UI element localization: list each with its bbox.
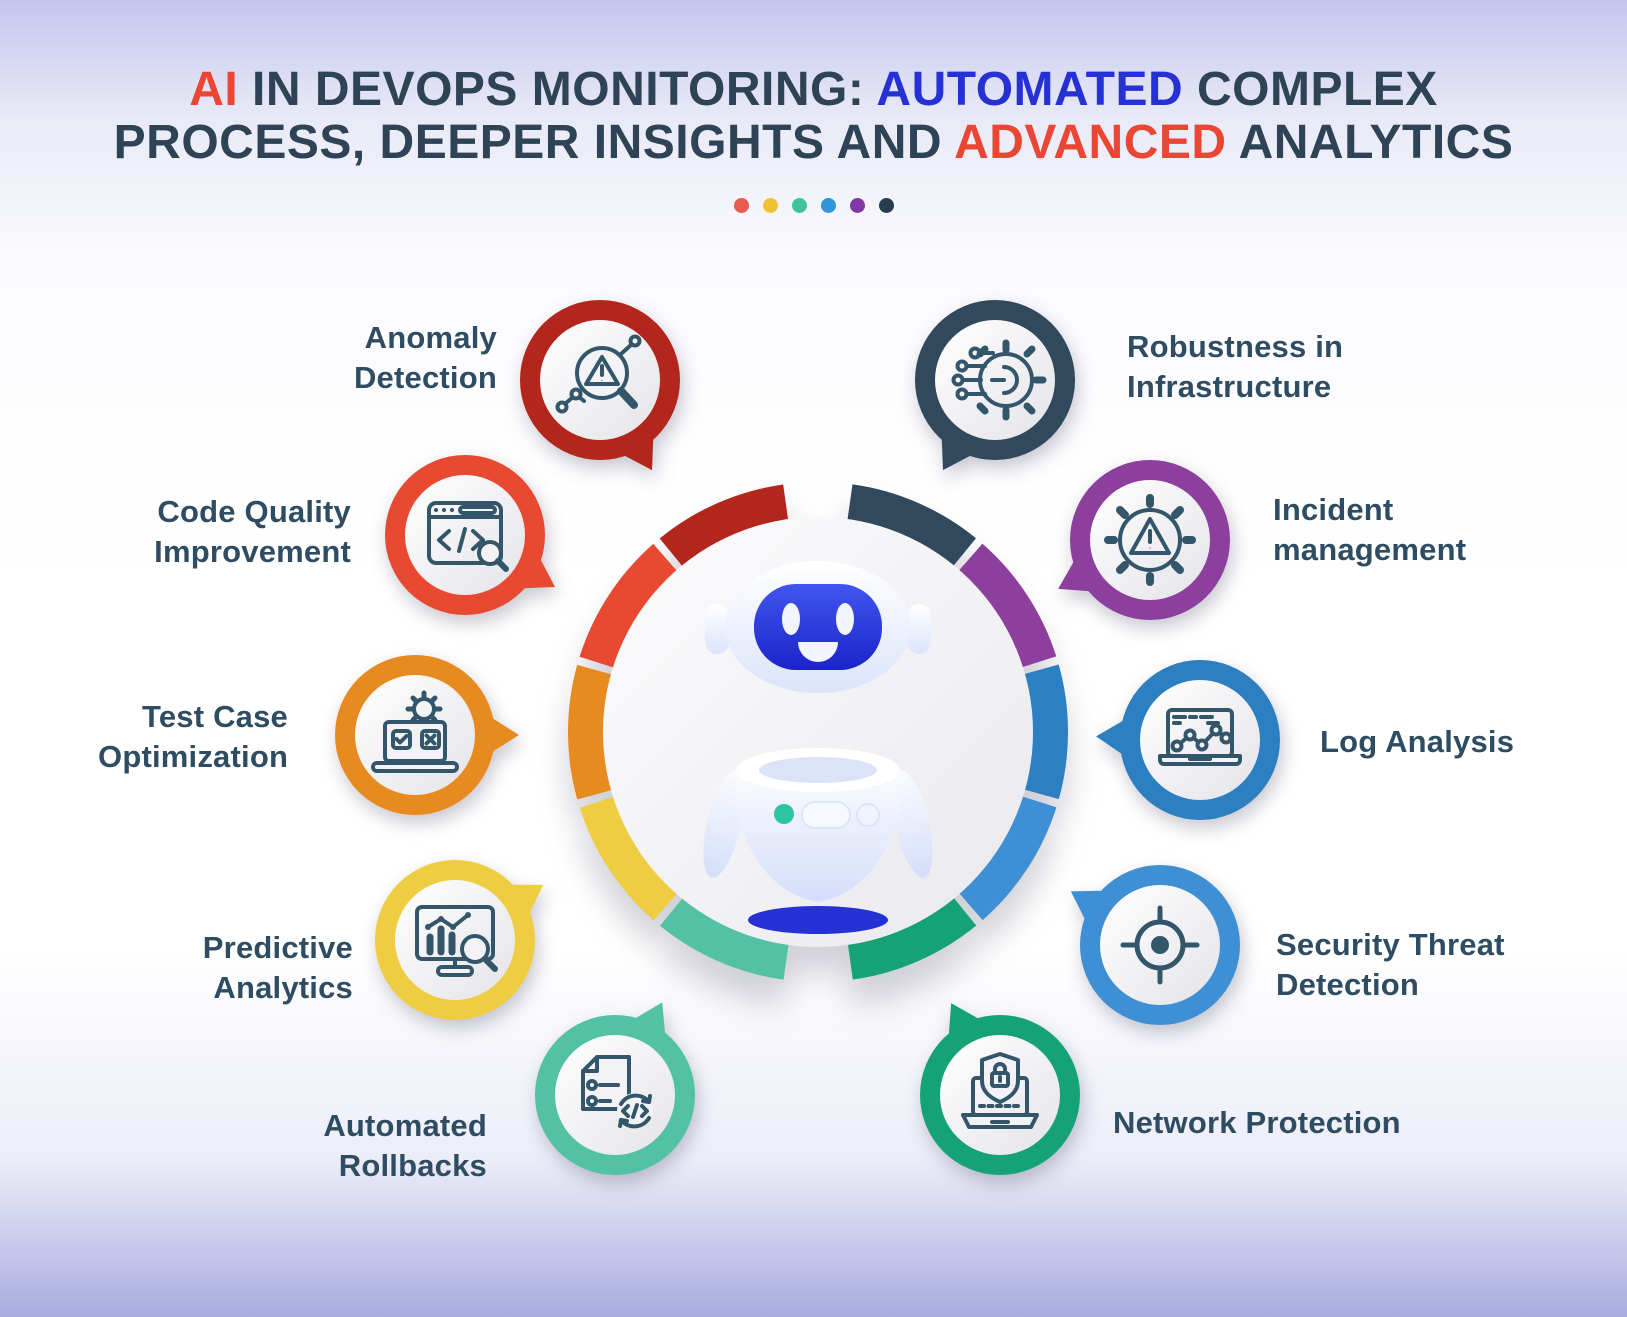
gear-circuit-icon bbox=[951, 339, 1047, 421]
label-robustness-in-infrastructure: Robustness in Infrastructure bbox=[1127, 329, 1344, 404]
document-code-refresh-icon bbox=[581, 1055, 653, 1129]
robot-eye-left bbox=[782, 603, 800, 635]
badge-code-quality-improvement bbox=[380, 450, 556, 620]
dot-yellow-icon bbox=[762, 198, 778, 213]
label-automated-rollbacks: Automated Rollbacks bbox=[323, 1108, 487, 1183]
label-predictive-analytics: Predictive Analytics bbox=[202, 930, 353, 1005]
label-code-quality-improvement: Code Quality Improvement bbox=[154, 494, 351, 569]
label-log-analysis: Log Analysis bbox=[1320, 724, 1515, 759]
badge-incident-management bbox=[1058, 455, 1235, 625]
badge-automated-rollbacks bbox=[530, 1002, 700, 1180]
robot-ear-right bbox=[907, 604, 931, 654]
robot-body bbox=[735, 770, 901, 902]
center-circle bbox=[568, 482, 1068, 982]
title-line-1: AI IN DEVOPS MONITORING: AUTOMATED COMPL… bbox=[0, 63, 1627, 116]
laptop-gear-checklist-icon bbox=[371, 690, 459, 773]
title-part: AUTOMATED bbox=[876, 63, 1184, 116]
dot-teal-icon bbox=[791, 198, 807, 213]
robot-chest-pill bbox=[801, 801, 851, 829]
badge-test-case-optimization bbox=[330, 650, 519, 820]
page-title: AI IN DEVOPS MONITORING: AUTOMATED COMPL… bbox=[0, 63, 1627, 169]
title-part: ANALYTICS bbox=[1226, 116, 1514, 169]
label-network-protection: Network Protection bbox=[1113, 1105, 1401, 1140]
gear-warning-icon bbox=[1104, 494, 1196, 586]
title-part: AI bbox=[189, 63, 253, 116]
label-anomaly-detection: Anomaly Detection bbox=[353, 320, 497, 395]
badge-robustness-in-infrastructure bbox=[910, 295, 1080, 471]
badge-network-protection bbox=[915, 1003, 1085, 1180]
robot-face bbox=[754, 584, 882, 670]
dot-purple-icon bbox=[849, 198, 865, 213]
divider-dots bbox=[0, 198, 1627, 213]
robot-arm-right bbox=[891, 770, 933, 878]
robot-arm-left bbox=[703, 770, 745, 878]
dot-red-icon bbox=[733, 198, 749, 213]
laptop-shield-lock-icon bbox=[961, 1052, 1039, 1129]
robot-illustration bbox=[703, 561, 933, 934]
code-window-magnifier-icon bbox=[427, 501, 509, 572]
robot-eye-right bbox=[836, 603, 854, 635]
title-line-2: PROCESS, DEEPER INSIGHTS AND ADVANCED AN… bbox=[0, 116, 1627, 169]
label-incident-management: Incident management bbox=[1273, 492, 1467, 567]
robot-collar-opening bbox=[759, 757, 877, 783]
title-part: COMPLEX bbox=[1183, 63, 1438, 116]
label-security-threat-detection: Security Threat Detection bbox=[1276, 927, 1505, 1002]
badge-predictive-analytics bbox=[370, 855, 544, 1025]
robot-hover-shadow bbox=[748, 906, 888, 934]
crosshair-target-icon bbox=[1120, 905, 1200, 985]
robot-ear-left bbox=[705, 604, 729, 654]
badge-anomaly-detection bbox=[515, 295, 685, 471]
dot-navy-icon bbox=[878, 198, 894, 213]
title-part: PROCESS, DEEPER INSIGHTS AND bbox=[113, 116, 955, 169]
label-test-case-optimization: Test Case Optimization bbox=[98, 699, 289, 774]
robot-chest-button bbox=[856, 803, 880, 827]
robot-mouth bbox=[798, 642, 838, 662]
monitor-chart-magnifier-icon bbox=[415, 905, 498, 977]
robot-chest-dot bbox=[774, 804, 794, 824]
laptop-line-chart-icon bbox=[1158, 708, 1242, 766]
magnifier-warning-chart-icon bbox=[555, 334, 642, 414]
badge-security-threat-detection bbox=[1070, 860, 1245, 1030]
title-part: IN DEVOPS MONITORING: bbox=[252, 63, 877, 116]
title-part: ADVANCED bbox=[954, 116, 1227, 169]
badge-log-analysis bbox=[1096, 655, 1285, 825]
dot-blue-icon bbox=[820, 198, 836, 213]
